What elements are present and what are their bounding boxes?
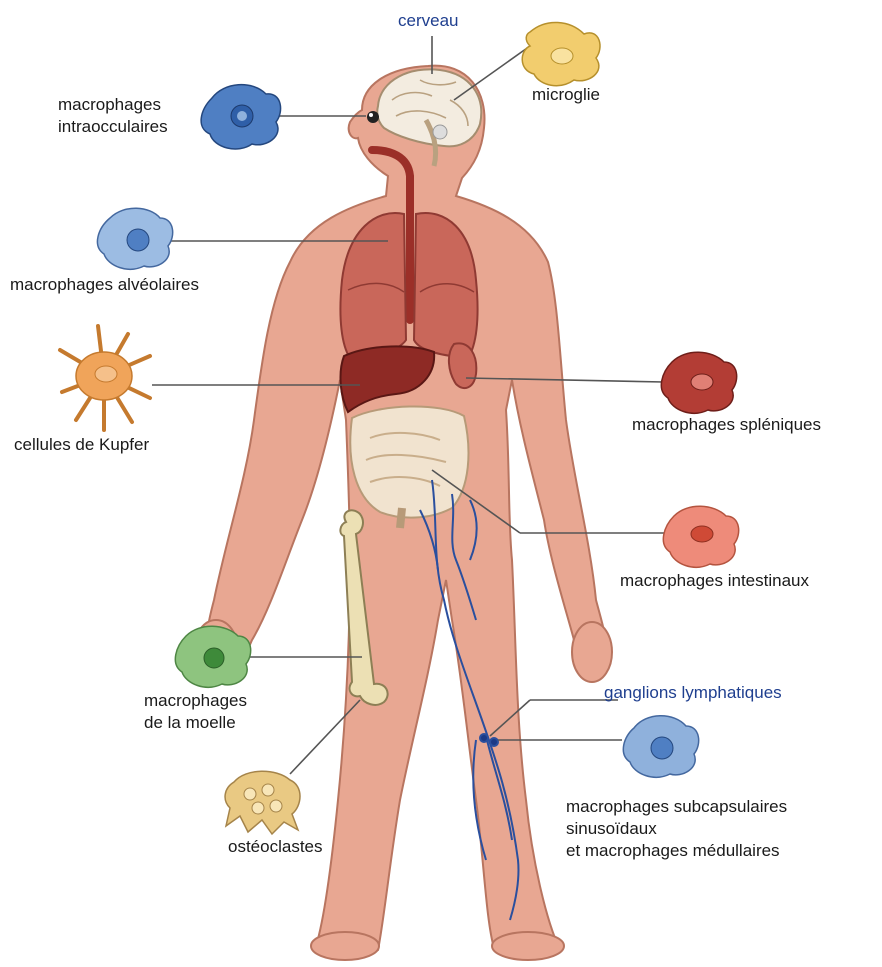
label-intraocular-line2: intraocculaires [58, 116, 228, 138]
label-moelle-line2: de la moelle [144, 712, 304, 734]
label-subcapsular-macrophages: macrophages subcapsulaires sinusoïdaux e… [566, 796, 866, 862]
label-osteoclasts: ostéoclastes [228, 836, 323, 858]
label-lymph-nodes: ganglions lymphatiques [604, 682, 782, 704]
label-subcapsular-line1: macrophages subcapsulaires [566, 796, 866, 818]
label-intraocular-macrophages: macrophages intraocculaires [58, 94, 228, 138]
intestinal-macrophage-icon [663, 506, 738, 567]
kupffer-cell-icon [60, 326, 150, 430]
label-cerveau: cerveau [398, 10, 458, 32]
alveolar-macrophage-icon [97, 208, 172, 269]
label-subcapsular-line2: sinusoïdaux [566, 818, 866, 840]
label-microglie: microglie [532, 84, 600, 106]
label-moelle-line1: macrophages [144, 690, 304, 712]
microglia-cell-icon [522, 22, 600, 85]
right-hand [572, 622, 612, 682]
left-foot [311, 932, 379, 960]
osteoclast-cell-icon [225, 771, 300, 834]
eye [367, 111, 379, 123]
label-kupffer-cells: cellules de Kupfer [14, 434, 149, 456]
label-intraocular-line1: macrophages [58, 94, 228, 116]
bone-marrow-macrophage-icon [175, 626, 250, 687]
label-alveolar-macrophages: macrophages alvéolaires [10, 274, 199, 296]
label-bone-marrow-macrophages: macrophages de la moelle [144, 690, 304, 734]
label-subcapsular-line3: et macrophages médullaires [566, 840, 866, 862]
lymph-node-macrophage-icon [623, 716, 698, 777]
splenic-macrophage-icon [661, 352, 736, 413]
label-intestinal-macrophages: macrophages intestinaux [620, 570, 809, 592]
right-foot [492, 932, 564, 960]
label-splenic-macrophages: macrophages spléniques [632, 414, 821, 436]
